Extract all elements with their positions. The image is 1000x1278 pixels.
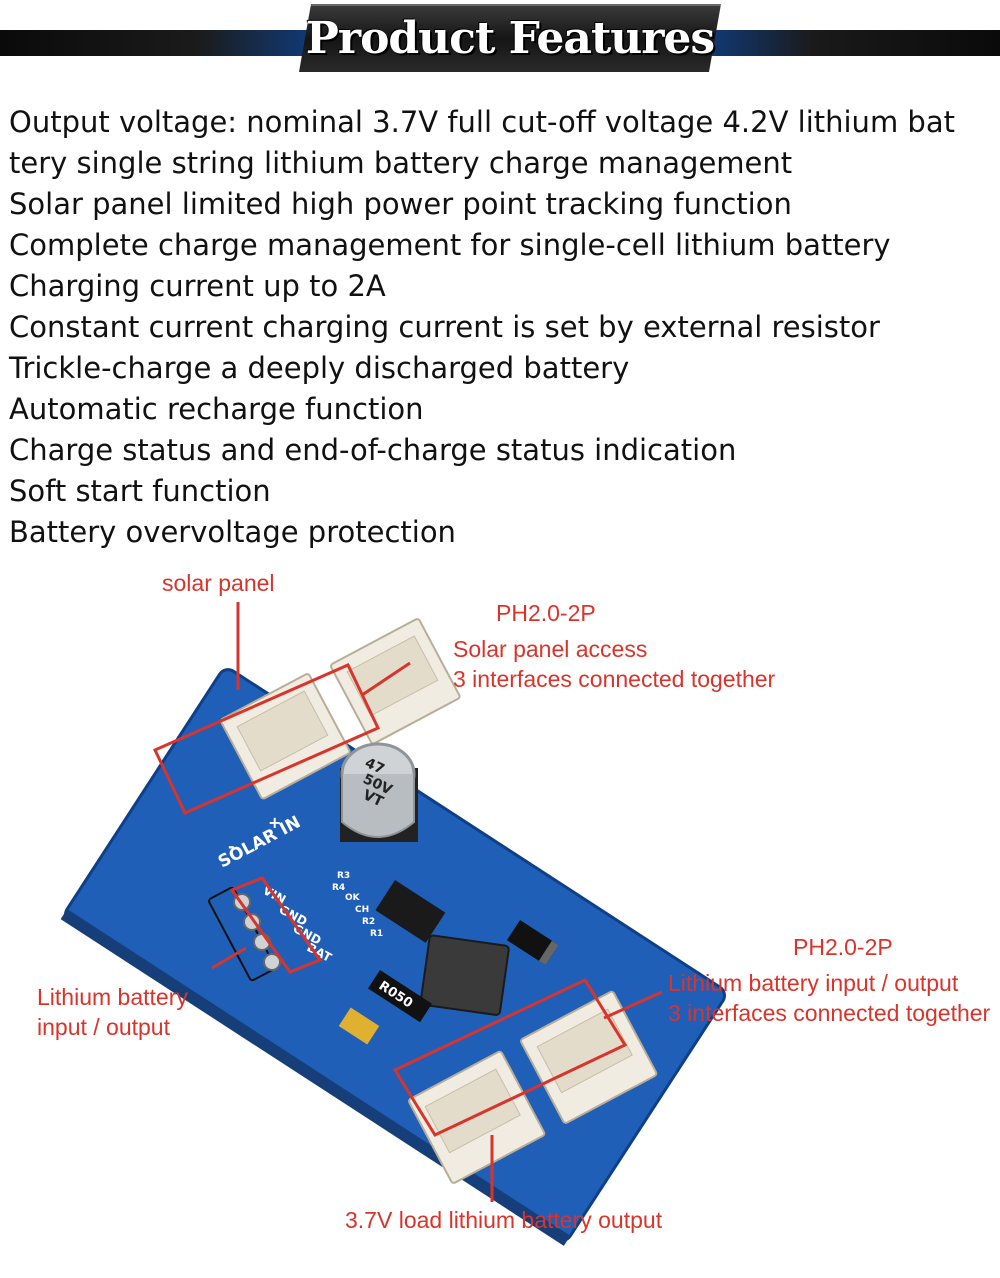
label-battery-pads-line1: Lithium battery	[37, 984, 188, 1010]
solar-connector-2	[330, 618, 461, 745]
label-battery-connector-line2: 3 interfaces connected together	[668, 1000, 991, 1026]
capacitor-label-bottom: VT	[360, 787, 386, 810]
feature-list: Output voltage: nominal 3.7V full cut-of…	[9, 102, 999, 553]
ref-r4: R4	[332, 883, 345, 893]
board-diagram: 47 50V VT R050 SOLAR IN + - VIN GND	[0, 560, 1000, 1278]
label-battery-connector-line1: Lithium battery input / output	[668, 970, 959, 996]
label-solar-connector-type: PH2.0-2P	[496, 600, 596, 626]
header-banner: Product Features	[0, 0, 1000, 80]
feature-item: Trickle-charge a deeply discharged batte…	[9, 351, 630, 385]
leader-solar-connector	[361, 661, 411, 697]
battery-connector-2	[520, 990, 658, 1124]
feature-item: Solar panel limited high power point tra…	[9, 187, 792, 221]
pads-highlight	[229, 876, 323, 974]
label-solar-panel: solar panel	[162, 570, 275, 596]
feature-item: Charge status and end-of-charge status i…	[9, 433, 737, 467]
tantalum-capacitor	[338, 1007, 380, 1045]
label-battery-connector-type: PH2.0-2P	[793, 934, 893, 960]
battery-connector-highlight	[392, 978, 628, 1137]
capacitor: 47 50V VT	[340, 742, 418, 842]
feature-item: Complete charge management for single-ce…	[9, 228, 891, 262]
feature-item: Constant current charging current is set…	[9, 310, 880, 344]
inductor	[419, 934, 510, 1016]
label-battery-pads-line2: input / output	[37, 1014, 170, 1040]
label-solar-connector-line1: Solar panel access	[453, 636, 648, 662]
ref-ch: CH	[355, 905, 369, 915]
board-illustration: 47 50V VT R050 SOLAR IN + - VIN GND	[60, 602, 726, 1246]
leader-battery-pads	[211, 946, 247, 970]
label-solar-connector-line2: 3 interfaces connected together	[453, 666, 776, 692]
feature-item: Battery overvoltage protection	[9, 515, 456, 549]
ref-r1: R1	[370, 929, 383, 939]
feature-item: Output voltage: nominal 3.7V full cut-of…	[9, 105, 955, 139]
page-title: Product Features	[305, 13, 715, 64]
ic-chip	[375, 880, 446, 943]
ref-r3: R3	[337, 871, 350, 881]
feature-item: Automatic recharge function	[9, 392, 424, 426]
label-load-output: 3.7V load lithium battery output	[345, 1207, 663, 1233]
banner-stripe-right	[690, 30, 1000, 56]
feature-item: Charging current up to 2A	[9, 269, 386, 303]
solar-connector-highlight	[152, 663, 381, 815]
capacitor-label-top: 47	[362, 755, 386, 778]
ref-ok: OK	[345, 893, 361, 903]
silkscreen-plus: +	[268, 813, 281, 832]
silkscreen-minus: -	[228, 837, 235, 856]
diode	[506, 920, 559, 966]
feature-item: Soft start function	[9, 474, 271, 508]
leader-battery-connector	[603, 990, 663, 1020]
banner-stripe-left	[0, 30, 330, 56]
feature-item: tery single string lithium battery charg…	[9, 146, 793, 180]
ref-r2: R2	[362, 917, 375, 927]
